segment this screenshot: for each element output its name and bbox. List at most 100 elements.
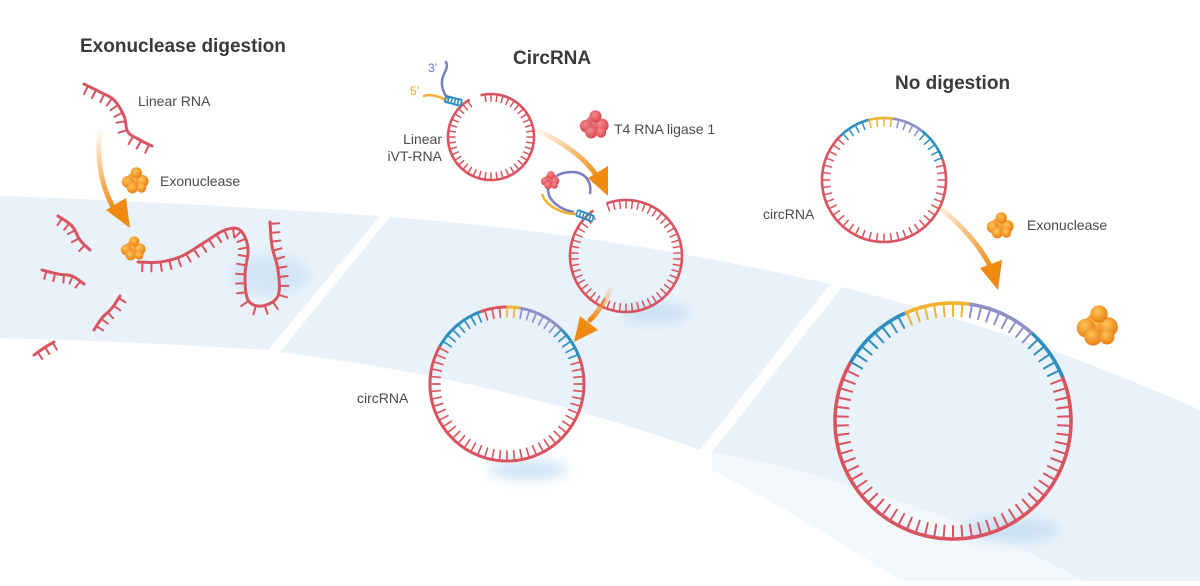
rna-backbone-arc	[928, 305, 933, 306]
rna-backbone-arc	[868, 336, 871, 339]
title-circrna: CircRNA	[513, 48, 591, 70]
rna-backbone-arc	[450, 330, 452, 332]
rna-backbone-arc	[546, 317, 549, 319]
rna-base-tick	[668, 228, 675, 232]
rna-base-tick	[430, 376, 440, 377]
rna-backbone-arc	[440, 422, 442, 425]
rna-backbone-arc	[533, 455, 536, 456]
rna-base-tick	[160, 262, 161, 271]
rna-backbone-arc	[432, 362, 433, 365]
enzyme-lobe	[589, 110, 601, 122]
rna-base-tick	[838, 216, 844, 221]
rna-backbone-arc	[935, 145, 936, 147]
rna-backbone-arc	[943, 197, 944, 199]
rna-backbone-arc	[1032, 333, 1035, 336]
rna-backbone-arc	[522, 166, 523, 167]
rna-backbone-arc	[973, 536, 978, 537]
rna-base-tick	[822, 173, 830, 174]
rna-backbone-arc	[488, 459, 491, 460]
rna-backbone-arc	[435, 410, 436, 413]
rna-base-tick	[233, 228, 234, 237]
rna-backbone-arc	[531, 150, 532, 152]
rna-backbone-arc	[849, 127, 851, 128]
rna-backbone-arc	[649, 306, 651, 307]
rna-backbone-arc	[922, 227, 924, 229]
rna-backbone-arc	[883, 516, 887, 519]
rna-base-tick	[903, 230, 906, 237]
rna-backbone-arc	[558, 439, 560, 441]
rna-base-tick	[554, 431, 561, 438]
rna-backbone-arc	[640, 202, 642, 203]
small-circrna-circle	[822, 118, 946, 242]
rna-backbone-arc	[531, 311, 534, 312]
rna-backbone-arc	[556, 325, 558, 327]
rna-backbone-arc	[908, 530, 912, 532]
rna-backbone-arc	[937, 304, 942, 305]
rna-base-tick	[932, 151, 939, 155]
enzyme-lobe	[596, 127, 606, 137]
rna-backbone-arc	[940, 153, 941, 155]
rna-backbone-arc	[1018, 516, 1022, 519]
rna-backbone-arc	[454, 158, 455, 159]
rna-base-tick	[961, 303, 962, 316]
rna-base-tick	[961, 526, 962, 539]
rna-backbone-arc	[884, 323, 888, 326]
title-no-digestion: No digestion	[895, 73, 1010, 95]
rna-backbone-arc	[916, 533, 921, 534]
rna-base-tick	[642, 203, 645, 211]
rna-backbone-arc	[680, 268, 681, 270]
enzyme-lobe	[125, 250, 135, 260]
rna-base-tick	[448, 131, 455, 132]
ligation-arrow	[532, 128, 608, 196]
rna-base-tick	[661, 218, 667, 223]
rna-base-tick	[944, 526, 945, 539]
rna-backbone-arc	[936, 211, 937, 213]
rna-backbone-arc	[865, 120, 867, 121]
rna-backbone-arc	[552, 322, 554, 324]
rna-base-tick	[1016, 327, 1024, 337]
rna-base-tick	[53, 343, 57, 350]
rna-base-tick	[499, 307, 500, 317]
label-linear-rna: Linear RNA	[138, 93, 210, 109]
rna-base-tick	[673, 246, 681, 247]
rna-backbone-arc	[450, 435, 452, 437]
rna-base-tick	[869, 232, 871, 240]
rna-backbone-arc	[608, 309, 610, 310]
rna-backbone-arc	[986, 308, 991, 309]
rna-base-tick	[468, 101, 472, 107]
rna-backbone-arc	[827, 154, 828, 156]
rna-backbone-arc	[844, 227, 846, 229]
rna-backbone-arc	[453, 115, 454, 117]
rna-backbone-arc	[931, 218, 933, 220]
rna-base-tick	[835, 416, 848, 417]
rna-base-tick	[1058, 425, 1071, 426]
rna-base-tick	[909, 228, 913, 235]
label-exonuclease-left: Exonuclease	[160, 173, 240, 189]
rna-base-tick	[533, 446, 537, 455]
rna-base-tick	[891, 234, 892, 242]
rna-backbone-arc	[460, 321, 462, 323]
rna-base-tick	[665, 223, 671, 228]
rna-backbone-arc	[1064, 381, 1066, 385]
rna-backbone-arc	[526, 161, 527, 162]
rna-base-tick	[38, 352, 43, 359]
rna-backbone-arc	[942, 159, 943, 161]
rna-backbone-arc	[657, 210, 659, 211]
enzyme-lobe	[129, 236, 139, 246]
rna-backbone-arc	[571, 242, 572, 244]
rna-backbone-arc	[675, 281, 676, 283]
rna-backbone-arc	[593, 301, 595, 302]
rna-backbone-arc	[853, 483, 856, 487]
rna-base-tick	[515, 105, 520, 110]
rna-backbone-arc	[922, 131, 924, 133]
rna-backbone-arc	[826, 203, 827, 205]
rna-base-tick	[526, 147, 533, 149]
rna-backbone-arc	[522, 107, 523, 108]
rna-backbone-arc	[824, 161, 825, 163]
rna-backbone-arc	[572, 423, 574, 426]
rna-backbone-arc	[667, 292, 668, 294]
rna-backbone-arc	[676, 279, 677, 281]
rna-base-tick	[575, 234, 582, 237]
enzyme-lobe	[131, 167, 142, 178]
